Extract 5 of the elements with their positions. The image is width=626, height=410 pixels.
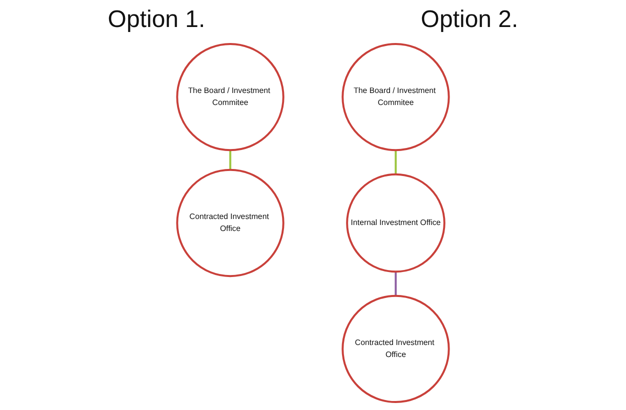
connector — [229, 150, 232, 170]
option-heading: Option 1. — [108, 6, 206, 34]
option-heading: Option 2. — [420, 6, 518, 34]
connector — [394, 272, 397, 296]
connector — [394, 150, 397, 174]
